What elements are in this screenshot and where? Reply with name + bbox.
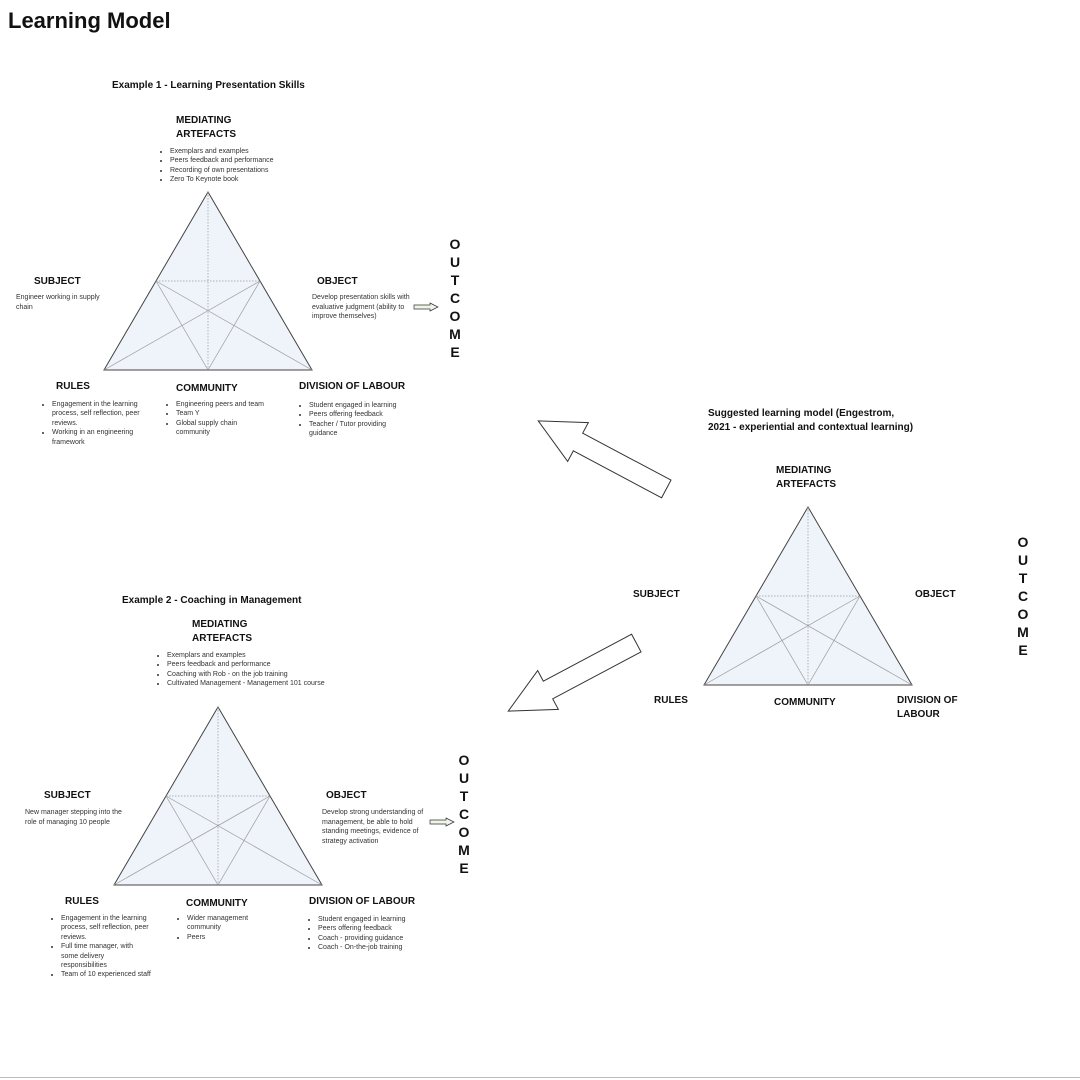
list-item: Working in an engineering framework [52,428,142,447]
sug-community-label: COMMUNITY [774,697,836,708]
triangle-inner-line [703,595,861,686]
ex2-object-label: OBJECT [326,790,367,801]
list-item: Engineering peers and team [176,400,266,409]
ex2-community-list: Wider management communityPeers [177,914,277,942]
ex2-subject-label: SUBJECT [44,790,91,801]
sug-subject-label: SUBJECT [633,589,680,600]
list-item: Peers feedback and performance [170,156,274,165]
suggested-title: Suggested learning model (Engestrom, 202… [708,408,914,433]
ex1-division-label: DIVISION OF LABOUR [299,381,406,392]
triangle-inner-line [755,595,913,686]
list-item: Peers [187,933,277,942]
sug-mediating-label: MEDIATING ARTEFACTS [776,465,836,490]
list-item: Coach - On-the-job training [318,943,438,952]
outcome-letter: U [449,254,461,270]
ex2-subject-text: New manager stepping into the role of ma… [25,809,122,826]
list-item: Student engaged in learning [318,915,438,924]
outcome-letter: M [458,842,470,858]
ex2-rules-label: RULES [65,896,99,907]
ex1-mediating-label: MEDIATING ARTEFACTS [176,115,236,140]
triangle-inner-line [113,795,271,886]
bottom-divider [0,1077,1080,1078]
outcome-letter: C [458,806,470,822]
list-item: Student engaged in learning [309,401,404,410]
outcome-letter: O [449,308,461,324]
ex1-subject-text: Engineer working in supply chain [16,294,100,311]
list-item: Peers offering feedback [309,410,404,419]
outcome-letter: C [449,290,461,306]
ex2-mediating-list: Exemplars and examplesPeers feedback and… [157,651,325,689]
list-item: Peers feedback and performance [167,660,325,669]
outcome-letter: O [458,752,470,768]
big-arrow-to-example1 [537,420,672,499]
sug-object-label: OBJECT [915,589,956,600]
ex2-division-label: DIVISION OF LABOUR [309,896,416,907]
ex1-object-text: Develop presentation skills with evaluat… [312,294,410,320]
ex1-activity-triangle [103,191,313,371]
outcome-letter: T [459,788,469,804]
triangle-inner-line [103,280,261,371]
ex2-community-label: COMMUNITY [186,898,248,909]
example2-title: Example 2 - Coaching in Management [122,595,302,606]
outcome-letter: O [458,824,470,840]
sug-division-label: DIVISION OF LABOUR [897,695,958,720]
list-item: Engagement in the learning process, self… [61,914,151,942]
outcome-letter: T [1018,570,1028,586]
example1-title: Example 1 - Learning Presentation Skills [112,80,305,91]
list-item: Full time manager, with some delivery re… [61,942,151,970]
ex1-rules-label: RULES [56,381,90,392]
ex1-community-label: COMMUNITY [176,383,238,394]
small-arrow-outcome-1 [413,302,439,312]
list-item: Recording of own presentations [170,166,274,175]
list-item: Global supply chain community [176,419,266,438]
list-item: Exemplars and examples [167,651,325,660]
sug-rules-label: RULES [654,695,688,706]
ex2-division-list: Student engaged in learningPeers offerin… [308,915,438,953]
outcome-letter: U [1017,552,1029,568]
list-item: Wider management community [187,914,277,933]
list-item: Teacher / Tutor providing guidance [309,420,404,439]
triangle-inner-line [165,795,323,886]
outcome-letter: E [459,860,469,876]
outcome-letter: O [1017,606,1029,622]
ex2-object-text: Develop strong understanding of manageme… [322,809,424,845]
list-item: Zero To Keynote book [170,175,274,184]
outcome-letter: E [450,344,460,360]
page-title: Learning Model [8,8,171,33]
outcome-letter: M [449,326,461,342]
ex1-division-list: Student engaged in learningPeers offerin… [299,401,404,439]
ex1-object-label: OBJECT [317,276,358,287]
list-item: Exemplars and examples [170,147,274,156]
outcome-letter: O [1017,534,1029,550]
small-arrow-outcome-2 [429,817,455,827]
outcome-letter: O [449,236,461,252]
list-item: Engagement in the learning process, self… [52,400,142,428]
outcome-letter: T [450,272,460,288]
list-item: Coach - providing guidance [318,934,438,943]
outcome-letter: M [1017,624,1029,640]
list-item: Peers offering feedback [318,924,438,933]
ex1-rules-list: Engagement in the learning process, self… [42,400,142,447]
suggested-activity-triangle [703,506,913,686]
triangle-inner-line [155,280,313,371]
big-arrow-to-example2 [507,633,642,712]
list-item: Cultivated Management - Management 101 c… [167,679,325,688]
outcome-letter: C [1017,588,1029,604]
outcome-letter: U [458,770,470,786]
list-item: Coaching with Rob - on the job training [167,670,325,679]
ex2-activity-triangle [113,706,323,886]
ex2-mediating-label: MEDIATING ARTEFACTS [192,619,252,644]
outcome-letter: E [1018,642,1028,658]
ex2-rules-list: Engagement in the learning process, self… [51,914,151,980]
list-item: Team Y [176,409,266,418]
ex1-community-list: Engineering peers and teamTeam YGlobal s… [166,400,266,438]
list-item: Team of 10 experienced staff [61,970,151,979]
ex1-subject-label: SUBJECT [34,276,81,287]
ex1-mediating-list: Exemplars and examplesPeers feedback and… [160,147,274,185]
